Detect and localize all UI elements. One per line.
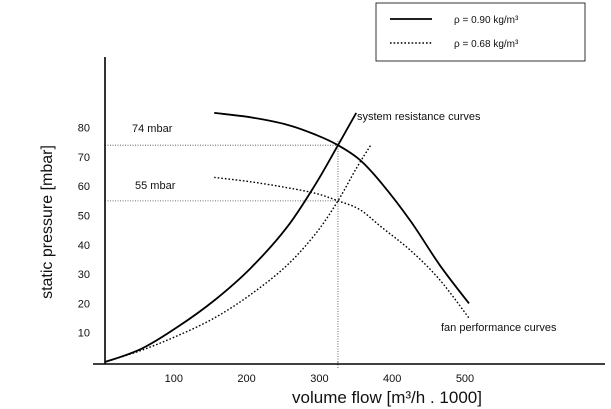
system-curve-solid bbox=[104, 112, 357, 363]
x-axis-label: volume flow [m³/h . 1000] bbox=[292, 388, 482, 407]
annotation-system-resistance: system resistance curves bbox=[357, 111, 481, 123]
y-tick-label: 40 bbox=[78, 240, 90, 252]
x-tick-label: 200 bbox=[237, 373, 255, 385]
system-curve-dotted bbox=[104, 144, 372, 363]
y-tick-label: 50 bbox=[78, 211, 90, 223]
x-tick-label: 500 bbox=[456, 373, 474, 385]
y-tick-label: 60 bbox=[78, 181, 90, 193]
legend: ρ = 0.90 kg/m³ ρ = 0.68 kg/m³ bbox=[375, 2, 586, 62]
legend-label-0: ρ = 0.90 kg/m³ bbox=[454, 15, 519, 26]
ref-label-74: 74 mbar bbox=[132, 123, 173, 135]
x-tick-label: 300 bbox=[310, 373, 328, 385]
y-tick-label: 10 bbox=[78, 328, 90, 340]
fan-curve-solid bbox=[214, 112, 470, 304]
x-tick-label: 100 bbox=[165, 373, 183, 385]
legend-box bbox=[375, 2, 586, 62]
y-tick-label: 70 bbox=[78, 152, 90, 164]
ref-label-55: 55 mbar bbox=[135, 180, 176, 192]
x-tick-label: 400 bbox=[383, 373, 401, 385]
fan-curve-dotted bbox=[214, 176, 470, 319]
y-axis-label: static pressure [mbar] bbox=[39, 145, 56, 299]
annotation-fan-performance: fan performance curves bbox=[441, 322, 557, 334]
legend-label-1: ρ = 0.68 kg/m³ bbox=[454, 39, 519, 50]
y-tick-label: 20 bbox=[78, 298, 90, 310]
y-tick-label: 80 bbox=[78, 123, 90, 135]
y-tick-label: 30 bbox=[78, 269, 90, 281]
